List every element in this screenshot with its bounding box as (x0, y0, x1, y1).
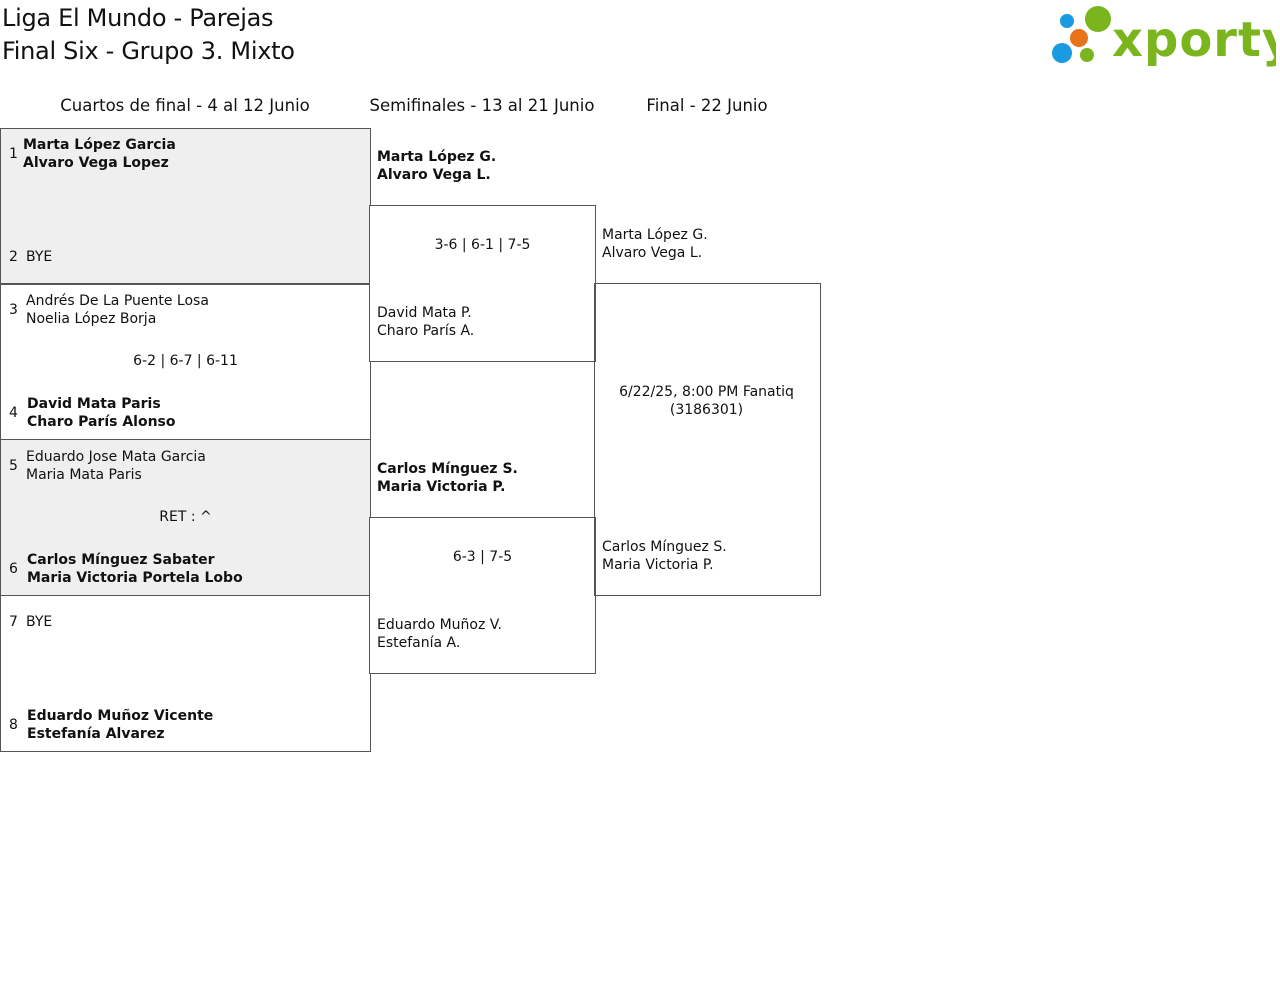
player-name: David Mata Paris (27, 396, 161, 412)
qf-match-4[interactable]: 7 BYE 8 Eduardo Muñoz Vicente Estefanía … (0, 595, 371, 752)
seed-number: 1 (9, 146, 18, 162)
player-name: BYE (26, 249, 53, 265)
player-name: Andrés De La Puente Losa (26, 293, 209, 309)
player-name: Eduardo Jose Mata Garcia (26, 449, 206, 465)
team-bottom: Eduardo Muñoz Vicente Estefanía Alvarez (27, 707, 213, 743)
player-name: Carlos Mínguez S. (377, 461, 518, 477)
player-name: Carlos Mínguez Sabater (27, 552, 215, 568)
player-name: David Mata P. (377, 305, 472, 321)
seed-number: 6 (9, 561, 18, 577)
sf-match-2[interactable]: 6-3 | 7-5 Eduardo Muñoz V. Estefanía A. (369, 517, 596, 674)
player-name: Charo París Alonso (27, 414, 176, 430)
seed-number: 3 (9, 302, 18, 318)
player-name: Eduardo Muñoz V. (377, 617, 503, 633)
player-name: Carlos Mínguez S. (602, 539, 727, 555)
team-bottom: David Mata Paris Charo París Alonso (27, 395, 176, 431)
player-name: Maria Victoria Portela Lobo (27, 570, 243, 586)
match-score: RET : ^ (159, 509, 212, 525)
team-bottom: BYE (26, 248, 52, 266)
player-name: Maria Mata Paris (26, 467, 142, 483)
player-name: Estefanía Alvarez (27, 726, 165, 742)
final-info: 6/22/25, 8:00 PM Fanatiq (3186301) (594, 383, 819, 419)
qf-match-1[interactable]: 1 Marta López Garcia Alvaro Vega Lopez 2… (0, 128, 371, 285)
team-top: Andrés De La Puente Losa Noelia López Bo… (26, 292, 209, 328)
logo-dot-green (1085, 6, 1111, 32)
qf-match-2[interactable]: 3 Andrés De La Puente Losa Noelia López … (0, 283, 371, 440)
logo-dot-orange (1070, 29, 1088, 47)
final-match[interactable] (594, 283, 821, 596)
player-name: Noelia López Borja (26, 311, 157, 327)
seed-number: 7 (9, 614, 18, 630)
team-bottom: Carlos Mínguez Sabater Maria Victoria Po… (27, 551, 243, 587)
round-heading-semifinals: Semifinales - 13 al 21 Junio (369, 96, 595, 115)
player-name: BYE (26, 614, 53, 630)
player-name: Eduardo Muñoz Vicente (27, 708, 214, 724)
team-top: Eduardo Jose Mata Garcia Maria Mata Pari… (26, 448, 206, 484)
xporty-logo: xporty (1052, 6, 1276, 68)
sf-1-team-top: Marta López G. Alvaro Vega L. (377, 148, 496, 184)
player-name: Marta López G. (602, 227, 708, 243)
seed-number: 5 (9, 458, 18, 474)
player-name: Estefanía A. (377, 635, 461, 651)
player-name: Alvaro Vega L. (377, 167, 491, 183)
player-name: Alvaro Vega L. (602, 245, 703, 261)
seed-number: 8 (9, 717, 18, 733)
player-name: Marta López Garcia (23, 137, 176, 153)
logo-dot-green-small (1080, 48, 1094, 62)
player-name: Marta López G. (377, 149, 497, 165)
final-team-bottom: Carlos Mínguez S. Maria Victoria P. (602, 538, 727, 574)
page-subtitle: Final Six - Grupo 3. Mixto (2, 37, 295, 65)
player-name: Maria Victoria P. (377, 479, 506, 495)
final-match-id: (3186301) (669, 402, 744, 418)
logo-text: xporty (1112, 12, 1276, 68)
sf-2-team-top: Carlos Mínguez S. Maria Victoria P. (377, 460, 518, 496)
player-name: Charo París A. (377, 323, 475, 339)
final-datetime-venue: 6/22/25, 8:00 PM Fanatiq (619, 384, 794, 400)
sf-match-1[interactable]: 3-6 | 6-1 | 7-5 David Mata P. Charo Parí… (369, 205, 596, 362)
team-top: BYE (26, 613, 52, 631)
logo-dot-blue (1052, 43, 1072, 63)
qf-match-3[interactable]: 5 Eduardo Jose Mata Garcia Maria Mata Pa… (0, 439, 371, 596)
sf-2-team-bottom: Eduardo Muñoz V. Estefanía A. (377, 616, 502, 652)
final-team-top: Marta López G. Alvaro Vega L. (602, 226, 708, 262)
seed-number: 4 (9, 405, 18, 421)
sf-1-team-bottom: David Mata P. Charo París A. (377, 304, 474, 340)
team-top: Marta López Garcia Alvaro Vega Lopez (23, 136, 176, 172)
logo-dot-blue-small (1060, 14, 1074, 28)
player-name: Maria Victoria P. (602, 557, 714, 573)
round-heading-quarterfinals: Cuartos de final - 4 al 12 Junio (60, 96, 310, 115)
match-score: 6-3 | 7-5 (452, 549, 513, 565)
seed-number: 2 (9, 249, 18, 265)
match-score: 6-2 | 6-7 | 6-11 (133, 353, 238, 369)
player-name: Alvaro Vega Lopez (23, 155, 169, 171)
round-heading-final: Final - 22 Junio (646, 96, 768, 115)
match-score: 3-6 | 6-1 | 7-5 (434, 237, 531, 253)
page-title: Liga El Mundo - Parejas (2, 4, 274, 32)
